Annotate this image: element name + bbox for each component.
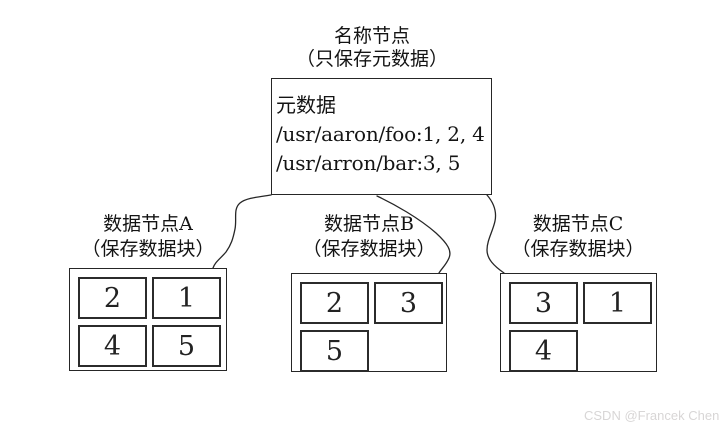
datanode-b-title: 数据节点B [324, 213, 414, 235]
data-block: 2 [300, 282, 369, 324]
data-block: 5 [300, 330, 369, 372]
datanode-c-subtitle: （保存数据块） [511, 238, 645, 260]
datanode-b-caption: 数据节点B （保存数据块） [269, 212, 469, 262]
datanode-a-subtitle: （保存数据块） [81, 238, 215, 260]
namenode-metadata-box: 元数据 /usr/aaron/foo:1, 2, 4 /usr/arron/ba… [271, 78, 492, 195]
data-block: 3 [509, 282, 578, 324]
data-block: 3 [374, 282, 443, 324]
datanode-a-box: 2 1 4 5 [69, 268, 227, 371]
namenode-caption: 名称节点 （只保存元数据） [272, 25, 472, 71]
datanode-b-subtitle: （保存数据块） [302, 238, 436, 260]
datanode-b-box: 2 3 5 [291, 273, 447, 372]
metadata-heading: 元数据 [276, 93, 336, 117]
namenode-subtitle: （只保存元数据） [295, 48, 448, 70]
datanode-a-title: 数据节点A [103, 213, 193, 235]
metadata-entry: /usr/arron/bar:3, 5 [276, 151, 461, 175]
datanode-c-title: 数据节点C [532, 213, 624, 235]
metadata-entry: /usr/aaron/foo:1, 2, 4 [276, 122, 485, 146]
csdn-watermark: CSDN @Francek Chen [584, 408, 720, 423]
datanode-c-caption: 数据节点C （保存数据块） [478, 212, 678, 262]
data-block: 1 [583, 282, 652, 324]
datanode-c-box: 3 1 4 [500, 273, 657, 372]
data-block: 4 [78, 325, 147, 367]
data-block: 2 [78, 277, 147, 319]
data-block: 1 [152, 277, 221, 319]
datanode-a-caption: 数据节点A （保存数据块） [48, 212, 248, 262]
namenode-title: 名称节点 [333, 25, 410, 47]
data-block: 4 [509, 330, 578, 372]
data-block: 5 [152, 325, 221, 367]
